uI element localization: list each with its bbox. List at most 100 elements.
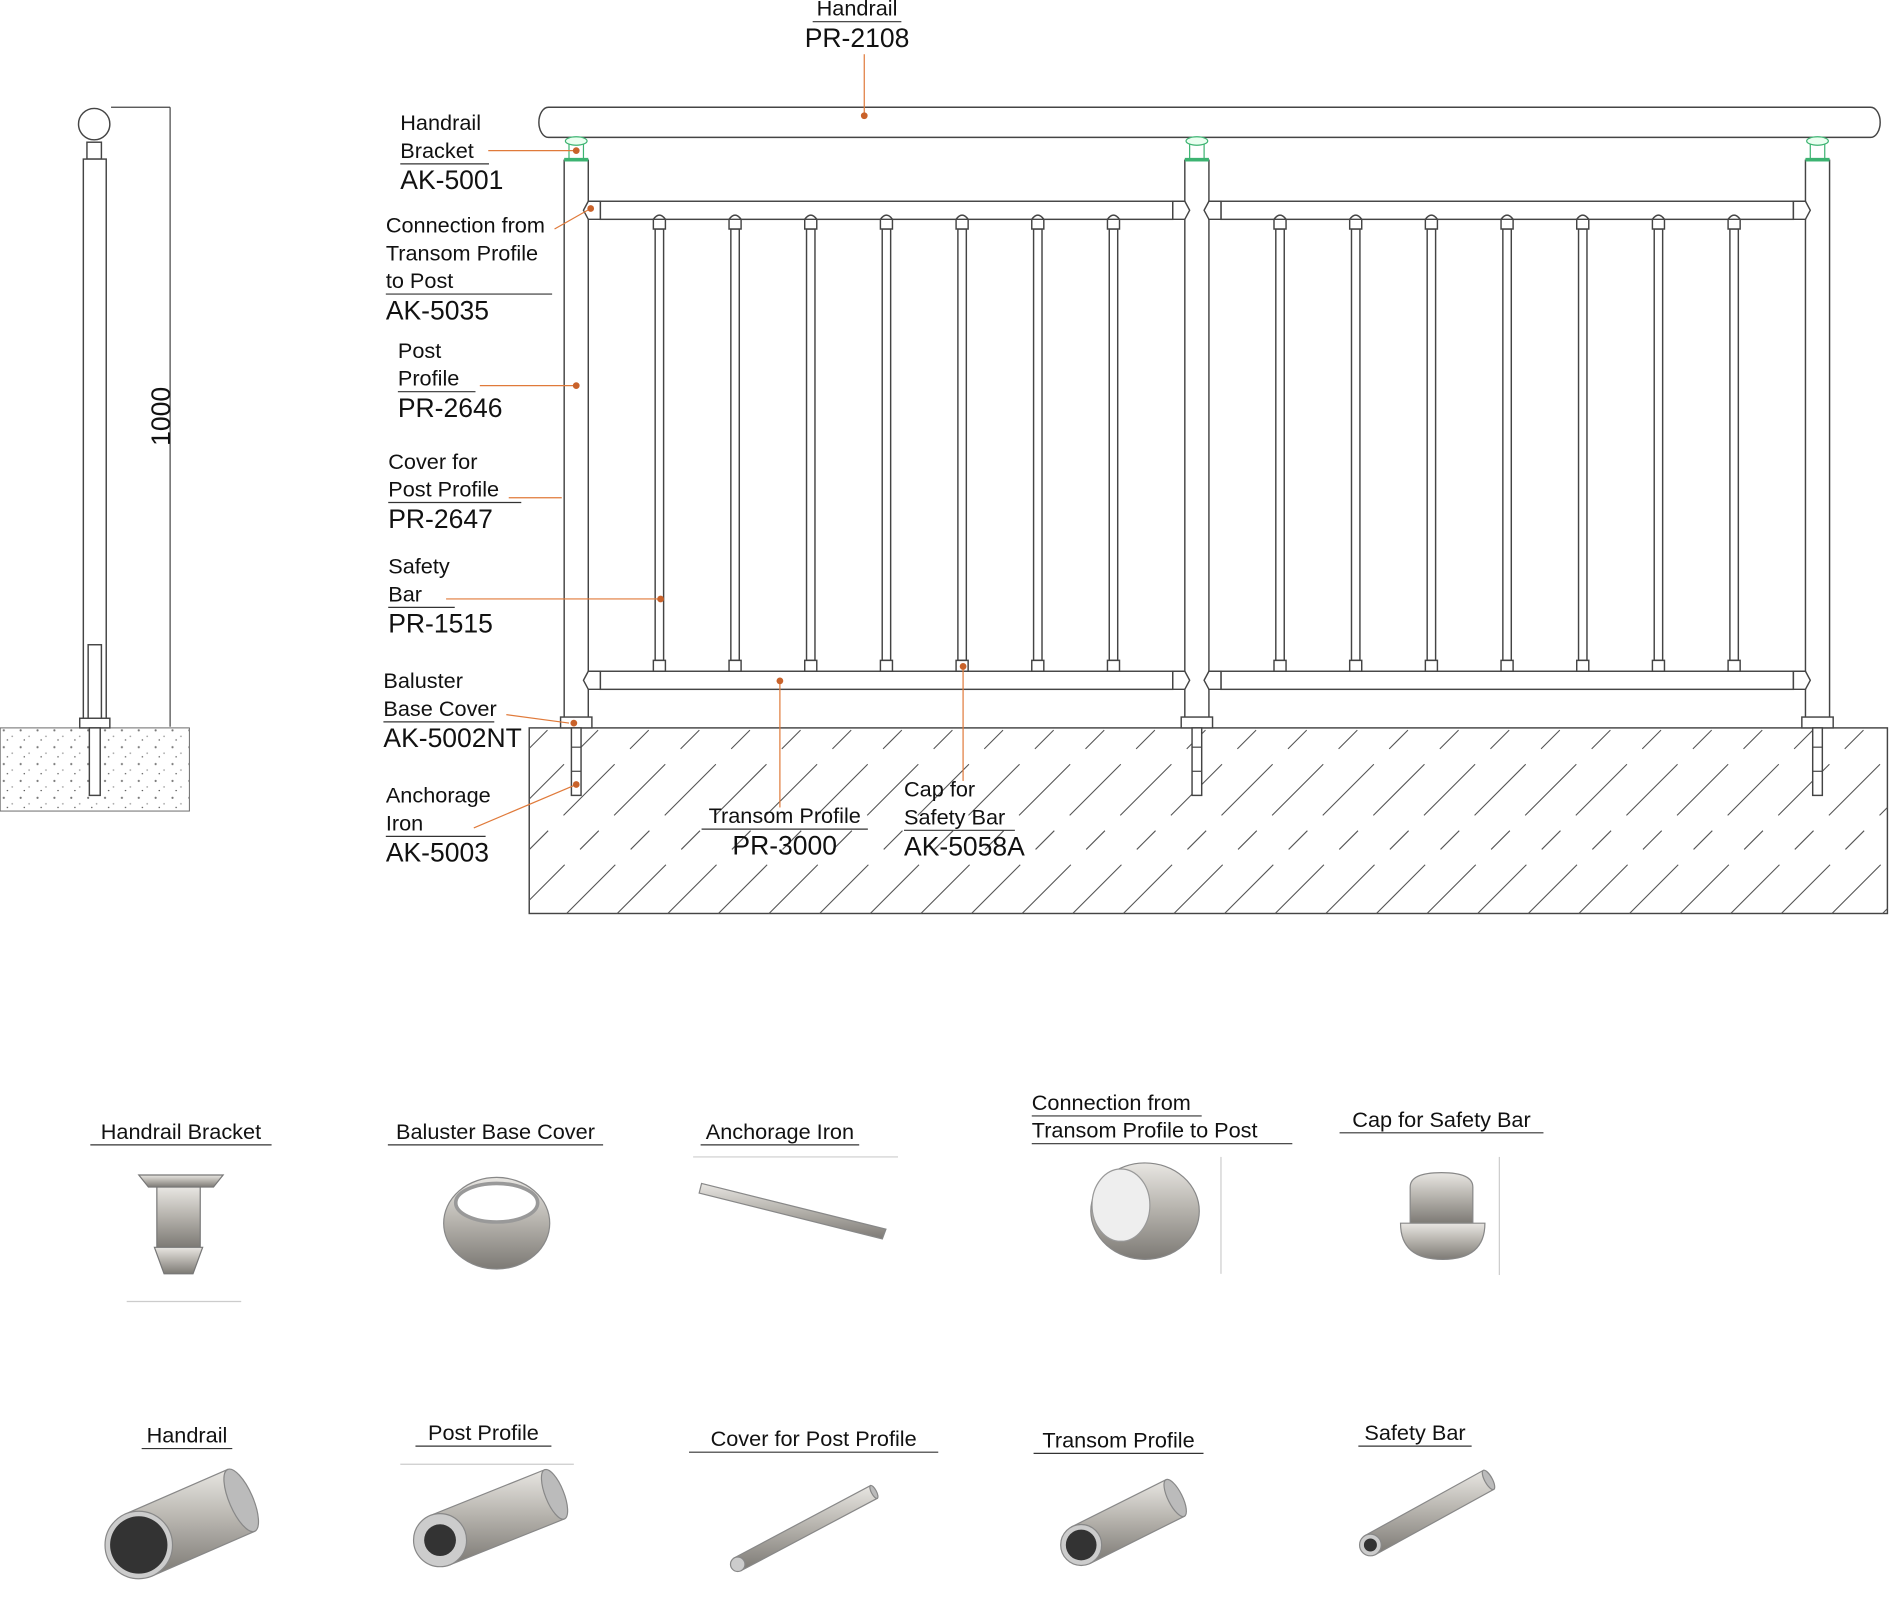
post-profile-illustration-end (540, 1468, 569, 1520)
callout-name: Baluster (383, 668, 463, 693)
hatch-line (970, 727, 1158, 914)
safety-bar-cap (1106, 214, 1121, 230)
cap-base (1399, 1222, 1486, 1260)
cover-illustration-face (729, 1556, 746, 1573)
anchorage-iron (570, 727, 582, 797)
safety-bar-cap (1500, 659, 1514, 672)
gallery-item-row2-4: Safety Bar (1358, 1420, 1472, 1447)
safety-bar-cap (1348, 659, 1363, 672)
gallery-label: Cover for Post Profile (711, 1426, 917, 1451)
safety-bar-cap (1651, 214, 1666, 230)
safety-bar (654, 228, 665, 662)
callout-name: Safety Bar (904, 804, 1005, 829)
transom-connector (1172, 670, 1191, 691)
part-code: AK-5035 (386, 295, 489, 325)
callout-name: Base Cover (383, 696, 496, 721)
transom-connector (1792, 200, 1812, 221)
callout-name: Transom Profile (709, 803, 861, 828)
leader-dot (572, 382, 580, 390)
part-code: PR-2108 (805, 23, 910, 53)
safety-bar-cap (1727, 214, 1741, 230)
hatch-line (616, 727, 804, 914)
safety-bar-cap (652, 659, 667, 672)
cover-illustration (733, 1484, 879, 1572)
transom-connector (582, 670, 602, 691)
hatch-line (565, 727, 753, 914)
baluster-base-cover (1180, 716, 1214, 729)
callout-name: Anchorage (386, 783, 491, 808)
safety-bar-cap (1348, 214, 1363, 230)
callout-name: Connection from (386, 213, 545, 238)
hatch-line (1274, 727, 1462, 914)
post-profile (1184, 159, 1210, 728)
leader-line (554, 207, 591, 230)
safety-bar (1108, 228, 1119, 662)
hatch-line (1679, 727, 1867, 914)
component-gallery: Handrail Bracket Baluster Base Cover Ancho… (90, 1090, 1544, 1580)
safety-bar-illustration-bore (1363, 1538, 1377, 1552)
hatch-line (1223, 727, 1411, 914)
dimension-label: 1000 (146, 387, 176, 446)
safety-bar-cap (1651, 659, 1666, 672)
leader-dot (959, 663, 967, 670)
side-view: 1000 (0, 106, 190, 812)
gallery-item-row2-3: Transom Profile (1033, 1427, 1204, 1454)
callouts: HandrailPR-2108HandrailBracketAK-5001Con… (383, 0, 1025, 868)
safety-bar-cap (1031, 659, 1045, 672)
gallery-item-row2-1: Post Profile (415, 1420, 552, 1447)
leader-dot (572, 781, 580, 788)
gallery-item-row1-1: Baluster Base Cover (387, 1119, 604, 1146)
safety-bar-illustration-end (1481, 1469, 1496, 1491)
part-code: AK-5002NT (383, 723, 521, 753)
transom-connector (1172, 200, 1191, 221)
safety-bar-cap (1106, 659, 1121, 672)
post-profile (1804, 159, 1831, 728)
callout-name: Safety (388, 554, 450, 579)
part-code: AK-5001 (400, 165, 503, 195)
hatch-line (1628, 727, 1816, 914)
safety-bar-cap (1424, 659, 1439, 672)
hatch-line (920, 727, 1108, 914)
callout-name: Bar (388, 581, 422, 606)
transom-profile (599, 670, 1174, 691)
leader-line (506, 714, 570, 724)
safety-bar (1577, 228, 1588, 662)
bracket-illustration (137, 1174, 225, 1188)
ground (528, 727, 1889, 915)
handrail-illustration-end (223, 1468, 260, 1533)
safety-bar-cap (1031, 214, 1045, 230)
gallery-item-row1-2: Anchorage Iron (700, 1119, 860, 1146)
bracket-saddle (564, 136, 588, 146)
anchorage-iron (1191, 727, 1203, 797)
transom-connector (1792, 670, 1812, 691)
hatch-line (1527, 727, 1715, 914)
hatch-line (1375, 727, 1563, 914)
part-code: AK-5058A (904, 832, 1025, 862)
post-profile-illustration-bore (424, 1524, 456, 1557)
callout-name: Transom Profile (386, 240, 538, 265)
callout-name: Profile (398, 366, 459, 391)
part-code: PR-2647 (388, 504, 493, 534)
safety-bar (881, 228, 892, 662)
leader-dot (776, 677, 784, 685)
bracket-saddle (1185, 136, 1209, 146)
safety-bar-cap (652, 214, 667, 230)
hatch-line (1831, 857, 1888, 914)
safety-bar-cap (804, 214, 818, 230)
callout-name: Post (398, 338, 441, 363)
handrail (538, 106, 1881, 139)
gallery-label: Baluster Base Cover (396, 1119, 595, 1144)
safety-bar-cap (728, 659, 742, 672)
safety-bar (1275, 228, 1285, 662)
gallery-label: Safety Bar (1364, 1420, 1465, 1445)
baluster-base-cover (1801, 716, 1834, 729)
gallery-label: Handrail Bracket (101, 1119, 261, 1144)
callout-name: Handrail (400, 110, 481, 135)
base-cover-hole (453, 1181, 540, 1224)
safety-bar-illustration (1364, 1469, 1495, 1556)
part-code: PR-1515 (388, 609, 493, 639)
leader-dot (860, 112, 868, 120)
bracket-saddle (1806, 136, 1829, 146)
